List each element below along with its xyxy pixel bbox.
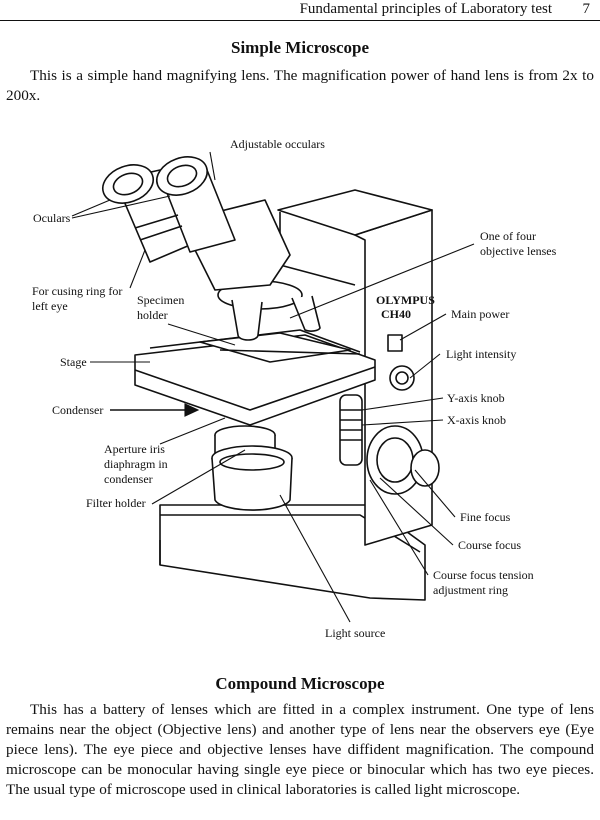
left-eyepiece xyxy=(102,164,154,204)
leader-specimen-holder xyxy=(167,323,236,346)
leader-course-focus xyxy=(379,477,454,546)
label-focusing-ring-line2: left eye xyxy=(32,299,68,313)
label-y-axis-knob: Y-axis knob xyxy=(447,391,505,405)
right-eyepiece xyxy=(156,156,208,196)
label-aperture-line1: Aperture iris xyxy=(104,442,165,456)
label-fine-focus: Fine focus xyxy=(460,510,511,524)
condenser-arrowhead xyxy=(184,403,200,417)
label-stage: Stage xyxy=(60,355,87,369)
page-number: 7 xyxy=(582,1,591,17)
label-condenser: Condenser xyxy=(52,403,103,417)
fine-focus-knob xyxy=(410,449,440,487)
section-heading-compound-microscope: Compound Microscope xyxy=(215,674,385,693)
leader-focusing-ring xyxy=(129,249,146,289)
model-text: CH40 xyxy=(381,307,411,321)
section-heading-simple-microscope: Simple Microscope xyxy=(230,38,370,57)
leader-main-power xyxy=(399,313,447,341)
main-power-switch xyxy=(387,334,403,352)
base-edge-line xyxy=(160,514,421,553)
label-aperture-line2: diaphragm in xyxy=(104,457,168,471)
compound-microscope-paragraph: This has a battery of lenses which are f… xyxy=(6,701,594,798)
leader-light-source xyxy=(279,494,351,623)
label-objective-line1: One of four xyxy=(480,229,536,243)
label-focusing-ring-line1: For cusing ring for xyxy=(32,284,122,298)
leader-oculars-1 xyxy=(71,199,111,217)
label-main-power: Main power xyxy=(451,307,509,321)
leader-tension-ring xyxy=(369,479,429,576)
label-tension-line2: adjustment ring xyxy=(433,583,508,597)
label-specimen-holder-line2: holder xyxy=(137,308,168,322)
label-tension-line1: Course focus tension xyxy=(433,568,534,582)
label-light-intensity: Light intensity xyxy=(446,347,516,361)
header-title: Fundamental principles of Laboratory tes… xyxy=(299,1,552,17)
simple-microscope-paragraph: This is a simple hand magnifying lens. T… xyxy=(6,67,594,104)
label-course-focus: Course focus xyxy=(458,538,521,552)
leader-light-intensity xyxy=(409,353,441,379)
objective-lens-shape xyxy=(231,299,263,341)
leader-fine-focus xyxy=(414,469,456,518)
microscope-stage xyxy=(134,334,376,426)
label-oculars: Oculars xyxy=(33,211,71,225)
leader-filter-holder xyxy=(151,449,246,505)
leader-objective xyxy=(289,243,475,319)
light-intensity-dial xyxy=(389,365,415,391)
label-light-source: Light source xyxy=(325,626,385,640)
leader-lines xyxy=(71,151,475,623)
leader-y-axis xyxy=(361,397,444,411)
leader-oculars-2 xyxy=(71,195,171,219)
leader-x-axis xyxy=(361,419,444,426)
label-aperture-line3: condenser xyxy=(104,472,153,486)
label-x-axis-knob: X-axis knob xyxy=(447,413,506,427)
label-specimen-holder-line1: Specimen xyxy=(137,293,184,307)
label-objective-line2: objective lenses xyxy=(480,244,557,258)
label-filter-holder: Filter holder xyxy=(86,496,146,510)
running-header: Fundamental principles of Laboratory tes… xyxy=(0,0,600,21)
label-adjustable-oculars: Adjustable occulars xyxy=(230,137,325,151)
brand-text: OLYMPUS xyxy=(376,293,435,307)
microscope-drawing xyxy=(102,156,440,601)
leader-adjustable-oculars xyxy=(209,151,216,181)
leader-aperture xyxy=(159,417,226,445)
